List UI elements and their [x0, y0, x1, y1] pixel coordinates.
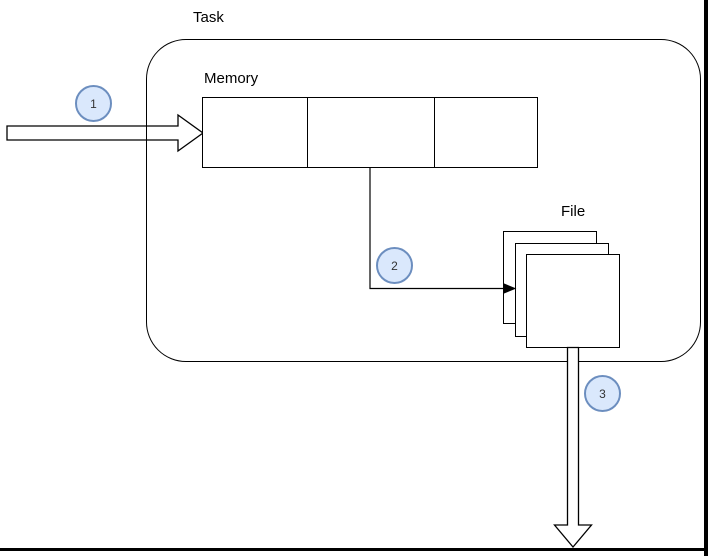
task-label: Task — [193, 9, 224, 26]
image-border-bottom — [0, 548, 708, 551]
step-number: 2 — [391, 258, 398, 273]
task-container — [146, 39, 701, 362]
memory-cell — [308, 98, 435, 167]
memory-cell — [203, 98, 308, 167]
memory-rect — [202, 97, 538, 168]
step-badge-2: 2 — [376, 247, 413, 284]
memory-label: Memory — [204, 70, 259, 87]
output-arrow-icon — [553, 346, 593, 549]
image-border-right — [704, 0, 708, 556]
file-page — [526, 254, 620, 348]
step-badge-3: 3 — [584, 375, 621, 412]
file-label: File — [561, 203, 586, 220]
step-number: 1 — [90, 96, 97, 111]
memory-cell — [435, 98, 537, 167]
step-number: 3 — [599, 386, 606, 401]
step-badge-1: 1 — [75, 85, 112, 122]
